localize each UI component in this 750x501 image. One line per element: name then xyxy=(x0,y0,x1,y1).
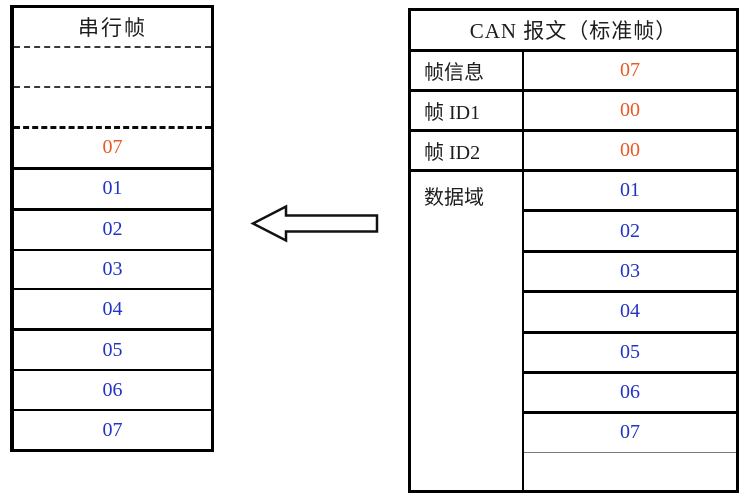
data-byte: 05 xyxy=(524,334,736,374)
serial-frame-byte: 07 xyxy=(102,418,123,441)
data-byte: 04 xyxy=(524,293,736,334)
can-frame-title: CAN 报文（标准帧） xyxy=(411,11,736,52)
serial-frame-byte: 06 xyxy=(14,371,211,412)
can-info-row: 帧信息 07 xyxy=(411,52,736,92)
row-value: 00 xyxy=(620,99,640,121)
data-byte-empty xyxy=(524,453,736,490)
serial-frame-byte: 01 xyxy=(14,170,211,211)
serial-frame-byte: 07 xyxy=(14,129,211,170)
can-frame-table: CAN 报文（标准帧） 帧信息 07 帧 ID1 00 帧 ID2 00 数据域… xyxy=(408,8,739,493)
serial-frame-empty-row xyxy=(14,48,211,88)
serial-frame-table: 串行帧 07 01 02 03 04 05 06 07 xyxy=(10,5,214,452)
serial-frame-byte: 03 xyxy=(14,251,211,291)
row-label: 帧信息 xyxy=(411,52,524,89)
row-label: 帧 ID1 xyxy=(411,92,524,129)
row-value: 07 xyxy=(620,59,640,81)
row-label: 帧 ID2 xyxy=(411,132,524,169)
data-byte: 01 xyxy=(524,172,736,213)
can-data-field: 数据域 01 02 03 04 05 06 07 xyxy=(411,172,736,490)
row-value: 00 xyxy=(620,139,640,161)
data-field-label: 数据域 xyxy=(411,172,524,490)
serial-frame-byte: 02 xyxy=(14,211,211,251)
serial-frame-title: 串行帧 xyxy=(14,8,211,48)
data-field-values: 01 02 03 04 05 06 07 xyxy=(524,172,736,490)
can-info-row: 帧 ID1 00 xyxy=(411,92,736,132)
can-info-row: 帧 ID2 00 xyxy=(411,132,736,172)
serial-frame-byte: 04 xyxy=(14,290,211,332)
left-arrow-icon xyxy=(250,204,379,243)
data-byte: 06 xyxy=(524,374,736,415)
serial-frame-empty-row xyxy=(14,88,211,129)
data-byte: 07 xyxy=(524,414,736,453)
data-byte: 03 xyxy=(524,253,736,294)
serial-frame-byte: 05 xyxy=(14,331,211,372)
data-byte: 02 xyxy=(524,212,736,253)
